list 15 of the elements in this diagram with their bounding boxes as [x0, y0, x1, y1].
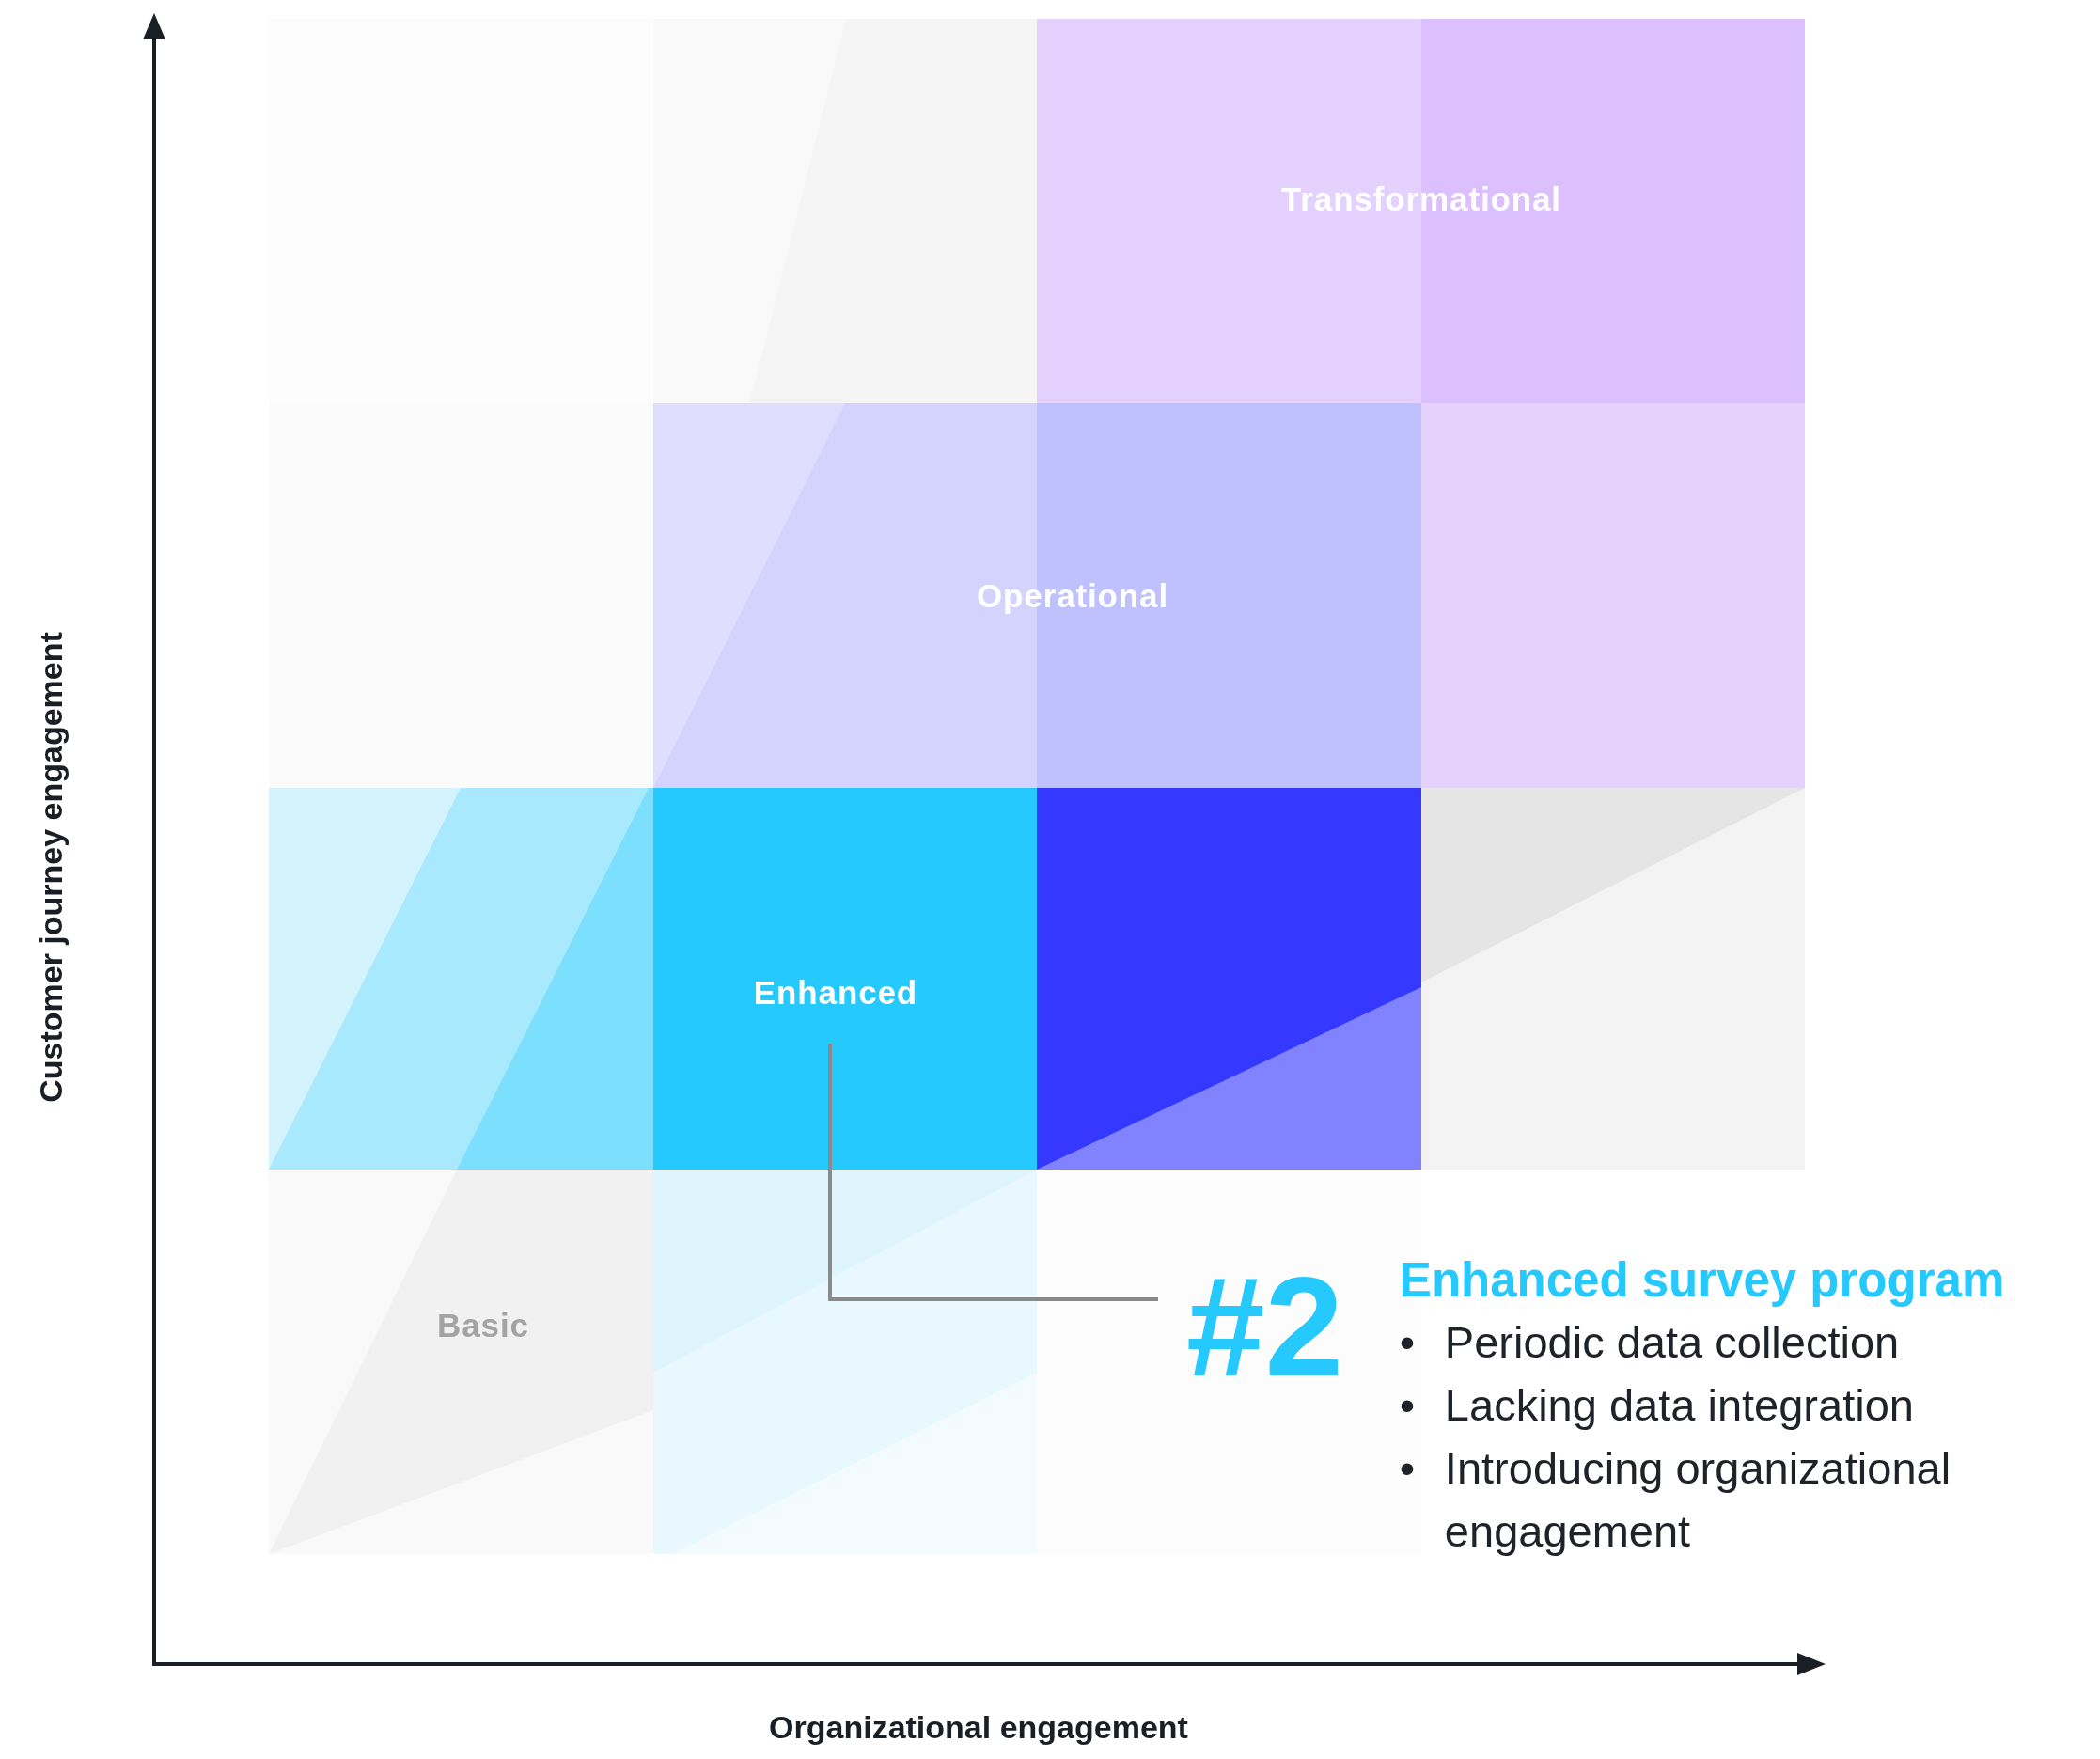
tier-label: Operational [976, 575, 1169, 616]
callout-number: #2 [1186, 1256, 1343, 1397]
bullet-item: Introducing organizational engagement [1444, 1441, 1952, 1558]
leader-line [828, 1044, 1158, 1301]
tier-label: Enhanced [753, 972, 918, 1013]
bullet-item: Lacking data integration [1444, 1378, 1914, 1432]
axis-label: Customer journey engagement [31, 631, 70, 1103]
bullet-marker: • [1399, 1378, 1417, 1432]
bullet-marker: • [1399, 1315, 1417, 1369]
axis-label: Organizational engagement [769, 1708, 1188, 1747]
bullet-marker: • [1399, 1441, 1417, 1495]
tier-label: Transformational [1281, 179, 1561, 219]
tier-label: Basic [437, 1305, 529, 1345]
bullet-item: Periodic data collection [1444, 1315, 1900, 1369]
callout-heading: Enhanced survey program [1399, 1252, 2006, 1309]
